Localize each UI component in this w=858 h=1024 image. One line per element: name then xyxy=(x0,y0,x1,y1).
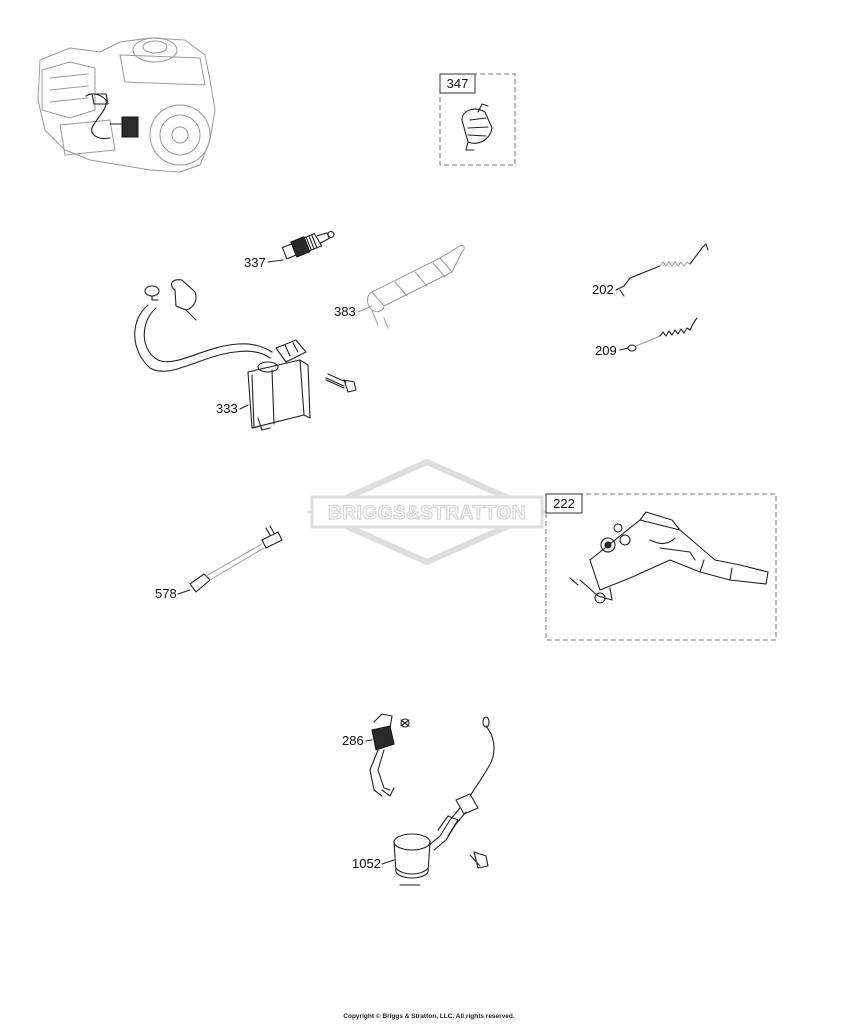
governor-spring-209: 209 xyxy=(595,317,698,358)
copyright-notice: Copyright © Briggs & Stratton, LLC. All … xyxy=(343,1013,515,1020)
callout-286: 286 xyxy=(342,733,364,748)
callout-box-222 xyxy=(545,493,583,514)
throttle-control-illustration xyxy=(569,511,769,604)
callout-383: 383 xyxy=(334,304,356,319)
engine-overview-illustration xyxy=(37,37,216,173)
oil-sensor-1052: 1052 xyxy=(352,716,495,886)
callout-222: 222 xyxy=(553,496,575,511)
group-box-222 xyxy=(545,493,777,641)
callout-337: 337 xyxy=(244,255,266,270)
group-box-347 xyxy=(439,73,516,166)
ignition-coil-333: 333 xyxy=(134,279,311,431)
callout-347: 347 xyxy=(447,76,469,91)
oil-sensor-286: 286 xyxy=(342,713,410,797)
coil-screw-illustration xyxy=(325,373,357,393)
brand-watermark: BRIGGS&STRATTON xyxy=(306,458,548,566)
wire-sleeve-383: 383 xyxy=(334,245,465,329)
callout-209: 209 xyxy=(595,343,617,358)
callout-1052: 1052 xyxy=(352,856,381,871)
callout-578: 578 xyxy=(155,586,177,601)
callout-202: 202 xyxy=(592,282,614,297)
spark-plug-337: 337 xyxy=(244,230,335,270)
governor-spring-202: 202 xyxy=(592,243,709,297)
part-group-222: 222 xyxy=(545,493,777,641)
part-group-347: 347 xyxy=(439,73,516,166)
watermark-text: BRIGGS&STRATTON xyxy=(328,503,526,524)
spark-plug-boot-illustration xyxy=(461,103,493,151)
callout-box-347 xyxy=(439,73,476,94)
callout-333: 333 xyxy=(216,401,238,416)
ground-wire-578: 578 xyxy=(155,525,283,601)
